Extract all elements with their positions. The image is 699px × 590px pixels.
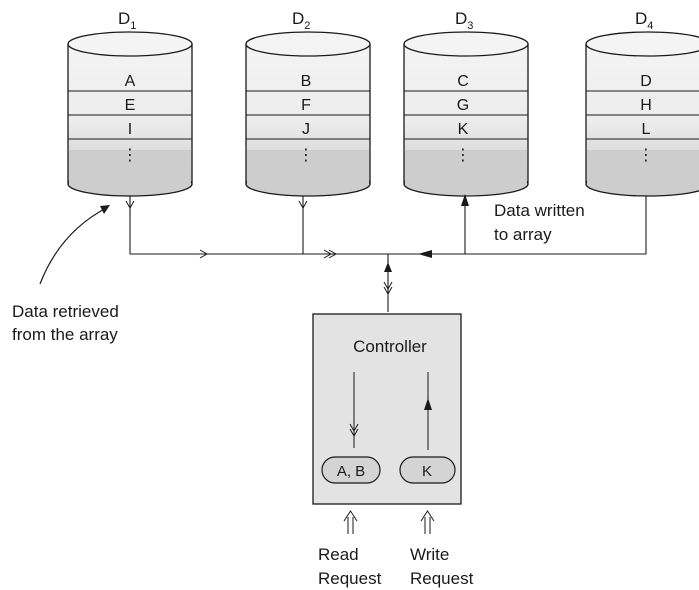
disk-d3-cell: K bbox=[458, 121, 469, 138]
disk-d1: D1 A E I ⋮ bbox=[67, 9, 193, 197]
disk-d1-cell: E bbox=[125, 97, 136, 114]
disk-d3-cell: G bbox=[457, 97, 469, 114]
write-data-label: K bbox=[422, 463, 432, 480]
read-request-line1: Read bbox=[318, 545, 359, 564]
disk-d4: D4 D H L ⋮ bbox=[585, 9, 699, 197]
write-request-line2: Request bbox=[410, 569, 474, 588]
disk-d1-cell: ⋮ bbox=[122, 147, 138, 164]
disk-d4-label: D4 bbox=[635, 9, 653, 32]
disk-d2-cell: F bbox=[301, 97, 311, 114]
disk-d2-cell: J bbox=[302, 121, 310, 138]
request-arrows bbox=[343, 510, 435, 534]
retrieved-note-line1: Data retrieved bbox=[12, 302, 119, 321]
disk-d1-cell: A bbox=[125, 73, 136, 90]
disk-d1-label: D1 bbox=[118, 9, 136, 32]
disk-d2: D2 B F J ⋮ bbox=[245, 9, 371, 197]
written-note-line1: Data written bbox=[494, 201, 585, 220]
disk-d1-cell: I bbox=[128, 121, 132, 138]
retrieved-pointer-head bbox=[100, 205, 110, 214]
write-arrows bbox=[384, 194, 469, 272]
retrieved-pointer bbox=[39, 206, 109, 285]
disk-d2-label: D2 bbox=[292, 9, 310, 32]
controller-box: Controller A, B K bbox=[312, 313, 462, 505]
retrieved-note-line2: from the array bbox=[12, 325, 118, 344]
disk-d3: D3 C G K ⋮ bbox=[403, 9, 529, 197]
disk-d3-cell: C bbox=[457, 73, 469, 90]
disk-d4-cell: ⋮ bbox=[638, 147, 654, 164]
read-data-label: A, B bbox=[337, 463, 365, 480]
disk-d4-cell: L bbox=[642, 121, 651, 138]
disk-d2-cell: ⋮ bbox=[298, 147, 314, 164]
write-request-line1: Write bbox=[410, 545, 449, 564]
disk-d2-cell: B bbox=[301, 73, 312, 90]
bus-lines bbox=[129, 196, 647, 312]
controller-title: Controller bbox=[353, 337, 427, 356]
disk-d3-cell: ⋮ bbox=[455, 147, 471, 164]
read-request-line2: Request bbox=[318, 569, 382, 588]
disk-d4-cell: H bbox=[640, 97, 652, 114]
write-data-block bbox=[399, 456, 456, 484]
bus-arrows bbox=[125, 200, 393, 296]
disk-d3-label: D3 bbox=[455, 9, 473, 32]
disk-d4-cell: D bbox=[640, 73, 652, 90]
read-data-block bbox=[321, 456, 381, 484]
written-note-line2: to array bbox=[494, 225, 552, 244]
